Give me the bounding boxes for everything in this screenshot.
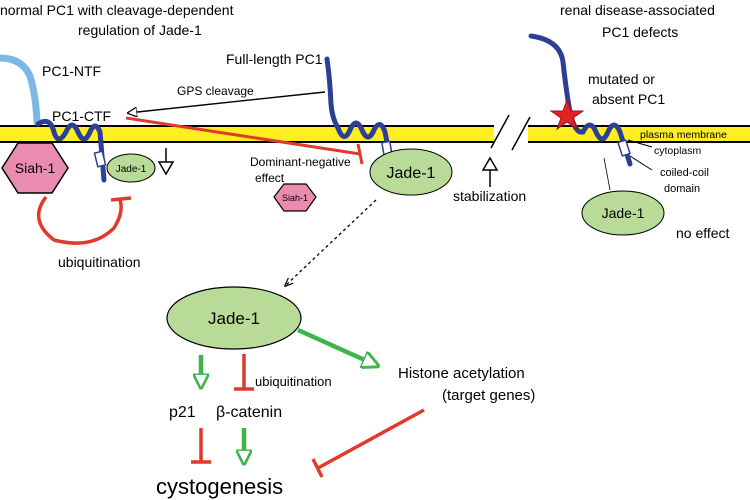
ubiquitination-loop [36, 195, 132, 245]
jade1-lower-label: Jade-1 [208, 309, 260, 328]
pc1-ntf-label: PC1-NTF [42, 63, 101, 79]
jade1-lower-ellipse [166, 286, 302, 350]
cytoplasm-label: cytoplasm [654, 145, 702, 157]
p21-inhibits-cystogenesis [191, 428, 211, 464]
no-effect-label: no effect [676, 225, 730, 241]
jade1-center-label: Jade-1 [387, 165, 436, 182]
pc1-ctf-label: PC1-CTF [52, 108, 111, 124]
jade1-right-label: Jade-1 [602, 205, 645, 221]
jade1-center-ellipse [369, 148, 453, 196]
jade1-to-histone-arrow [297, 327, 378, 366]
pc1-ntf-shape [0, 54, 41, 126]
beta-catenin-label: β-catenin [216, 404, 282, 421]
stabilization-label: stabilization [453, 188, 526, 204]
up-arrow-icon [481, 156, 499, 187]
jade1-small-label: Jade-1 [116, 164, 147, 175]
mutated-label-line1: mutated or [588, 71, 655, 87]
mutated-label-line2: absent PC1 [592, 91, 665, 107]
no-effect-leader [603, 157, 611, 191]
coiled-coil-leader [629, 155, 653, 171]
title-left-line2: regulation of Jade-1 [78, 22, 202, 38]
down-arrow-icon [157, 148, 175, 176]
p21-label: p21 [169, 404, 196, 421]
gps-cleavage-label: GPS cleavage [177, 84, 254, 98]
dominant-negative-line2: effect [255, 171, 285, 185]
siah1-big-label: Siah-1 [15, 160, 56, 176]
gps-cleavage-arrow [128, 91, 326, 113]
title-right-line2: PC1 defects [602, 24, 678, 40]
jade1-inhibits-beta-catenin [234, 354, 254, 391]
ubiquitination-lower-label: ubiquitination [255, 374, 332, 389]
ubiquitination-left-label: ubiquitination [58, 254, 141, 270]
histone-inhibits-cystogenesis [311, 408, 425, 478]
plasma-membrane-label: plasma membrane [640, 129, 727, 141]
mutated-pc1-shape [528, 33, 633, 167]
histone-label-line1: Histone acetylation [398, 365, 525, 382]
full-length-pc1-label: Full-length PC1 [226, 51, 323, 67]
siah1-small-hexagon [273, 183, 317, 212]
histone-label-line2: (target genes) [442, 387, 535, 404]
ctf-inhibits-jade1-line [125, 116, 364, 165]
coiled-coil-label-line2: domain [664, 183, 700, 195]
cystogenesis-label: cystogenesis [156, 474, 283, 499]
mutation-star-icon [549, 98, 585, 131]
siah1-hexagon [1, 142, 69, 194]
pc1-ctf-shape [35, 118, 107, 183]
cytoplasm-leader [627, 139, 653, 148]
dominant-negative-line1: Dominant-negative [250, 155, 351, 169]
title-left-line1: normal PC1 with cleavage-dependent [0, 2, 234, 18]
translocation-dashed-arrow [285, 199, 377, 286]
siah1-small-label: Siah-1 [282, 193, 308, 203]
title-right-line1: renal disease-associated [560, 2, 715, 18]
jade1-small-ellipse [106, 153, 156, 183]
jade1-right-ellipse [581, 190, 665, 236]
coiled-coil-label-line1: coiled-coil [660, 167, 709, 179]
